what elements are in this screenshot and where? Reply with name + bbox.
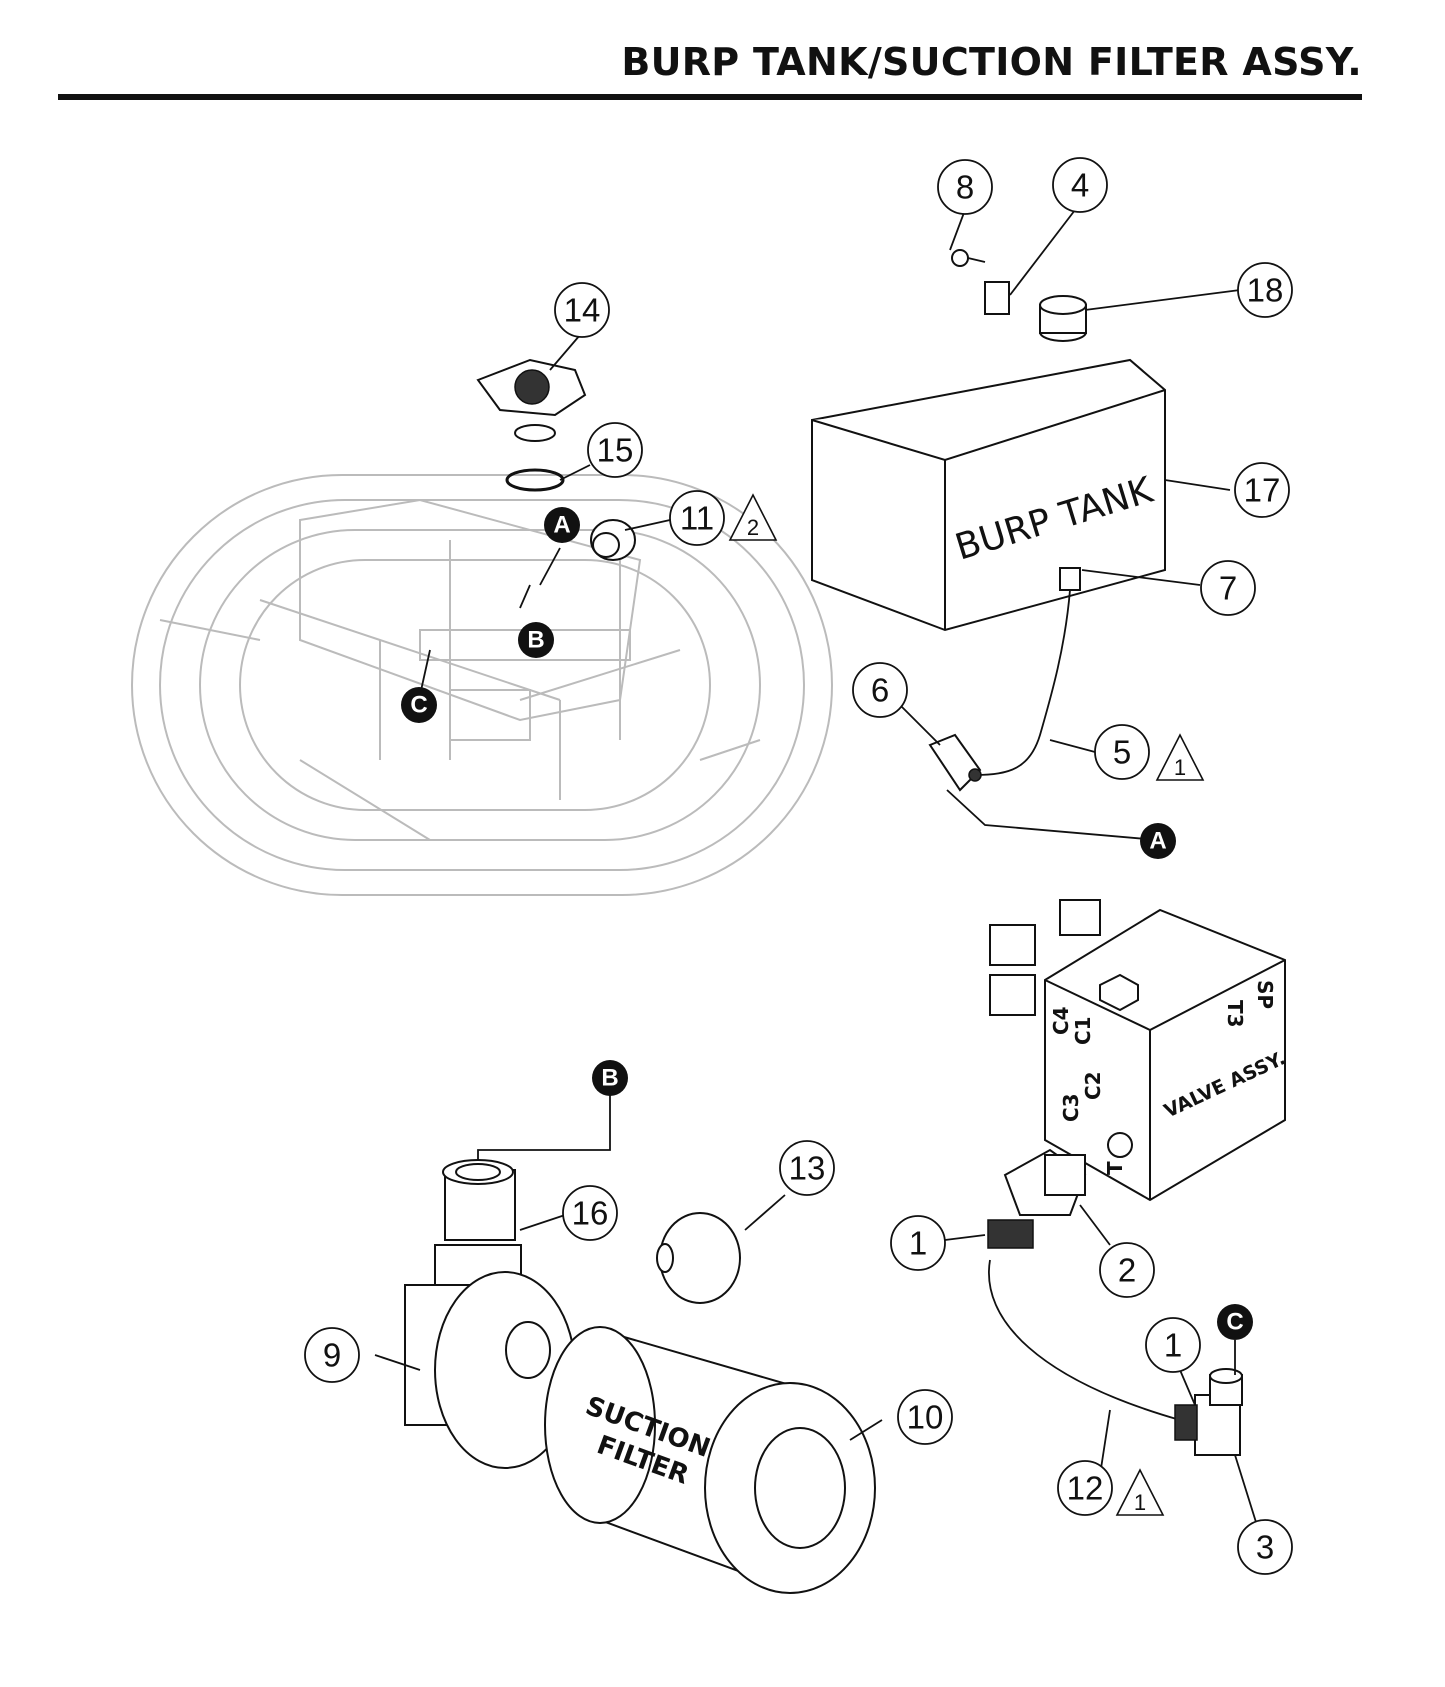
callout-8: 8 (937, 159, 993, 215)
svg-text:6: 6 (871, 672, 889, 709)
title-rule (58, 94, 1362, 100)
svg-text:16: 16 (572, 1195, 609, 1232)
svg-text:5: 5 (1113, 734, 1131, 771)
callout-16: 16 (562, 1185, 618, 1241)
svg-text:B: B (601, 1065, 618, 1092)
svg-text:1: 1 (1174, 755, 1186, 780)
svg-text:18: 18 (1247, 272, 1284, 309)
svg-text:9: 9 (323, 1337, 341, 1374)
port-c4-label: C4 (1049, 1006, 1073, 1035)
cap-14 (476, 358, 587, 442)
callout-14: 14 (554, 282, 610, 338)
hose-5 (928, 589, 1071, 792)
warning-triangle-12: 1 (1115, 1468, 1165, 1516)
svg-text:C: C (410, 692, 427, 719)
svg-text:B: B (527, 627, 544, 654)
svg-text:1: 1 (1164, 1327, 1182, 1364)
fitting-2 (1003, 1148, 1087, 1216)
ref-c-upper: C (401, 687, 437, 723)
callout-17: 17 (1234, 462, 1290, 518)
callout-3: 3 (1237, 1519, 1293, 1575)
callout-6: 6 (852, 662, 908, 718)
warning-triangle-11: 2 (728, 493, 778, 541)
machine-frame (131, 474, 833, 896)
svg-text:10: 10 (907, 1399, 944, 1436)
callout-10: 10 (897, 1389, 953, 1445)
ref-c-lower: C (1217, 1304, 1253, 1340)
port-c2-label: C2 (1081, 1071, 1105, 1100)
burp-tank: BURP TANK (811, 281, 1166, 632)
port-sp-label: SP (1253, 980, 1277, 1009)
callout-4: 4 (1052, 157, 1108, 213)
valve-assembly: SP T3 C4 C1 C3 C2 T VALVE ASSY. (989, 899, 1289, 1202)
callout-12: 12 (1057, 1460, 1113, 1516)
svg-text:15: 15 (597, 432, 634, 469)
svg-text:17: 17 (1244, 472, 1281, 509)
svg-text:A: A (1149, 828, 1166, 855)
port-c1-label: C1 (1071, 1016, 1095, 1045)
callout-7: 7 (1200, 560, 1256, 616)
elbow-3 (1174, 1368, 1243, 1456)
svg-text:A: A (553, 512, 570, 539)
callout-1-upper: 1 (890, 1215, 946, 1271)
svg-text:2: 2 (747, 515, 759, 540)
port-c3-label: C3 (1059, 1093, 1083, 1122)
svg-text:3: 3 (1256, 1529, 1274, 1566)
callout-9: 9 (304, 1327, 360, 1383)
svg-text:7: 7 (1219, 570, 1237, 607)
o-ring-15 (505, 468, 565, 492)
callout-5: 5 (1094, 724, 1150, 780)
filter-head-9 (404, 1271, 576, 1469)
svg-text:1: 1 (909, 1225, 927, 1262)
leader-lines (374, 209, 1261, 1536)
callout-18: 18 (1237, 262, 1293, 318)
svg-text:1: 1 (1134, 1490, 1146, 1515)
callout-2: 2 (1099, 1242, 1155, 1298)
suction-filter-10: SUCTION FILTER (544, 1326, 876, 1594)
callout-1-lower: 1 (1145, 1317, 1201, 1373)
ref-b-lower: B (592, 1060, 628, 1096)
svg-text:12: 12 (1067, 1470, 1104, 1507)
plug-13 (656, 1212, 741, 1304)
svg-text:8: 8 (956, 169, 974, 206)
svg-text:2: 2 (1118, 1252, 1136, 1289)
svg-text:11: 11 (680, 500, 714, 537)
svg-text:C: C (1226, 1309, 1243, 1336)
ref-a-lower: A (1140, 823, 1176, 859)
port-t3-label: T3 (1223, 1000, 1247, 1028)
callout-11: 11 (669, 490, 725, 546)
hose-12 (988, 1259, 1181, 1421)
fitting-11 (590, 519, 636, 561)
ref-b-upper: B (518, 622, 554, 658)
page-title: BURP TANK/SUCTION FILTER ASSY. (621, 40, 1362, 84)
ref-a-upper: A (544, 507, 580, 543)
svg-text:4: 4 (1071, 167, 1089, 204)
bolt-8 (951, 249, 986, 267)
warning-triangle-5: 1 (1155, 733, 1205, 781)
clamp-1-upper (987, 1219, 1034, 1249)
svg-text:13: 13 (789, 1150, 826, 1187)
callout-13: 13 (779, 1140, 835, 1196)
callout-15: 15 (587, 422, 643, 478)
port-t-label: T (1103, 1161, 1127, 1175)
svg-text:14: 14 (564, 292, 601, 329)
fitting-16 (434, 1159, 522, 1286)
